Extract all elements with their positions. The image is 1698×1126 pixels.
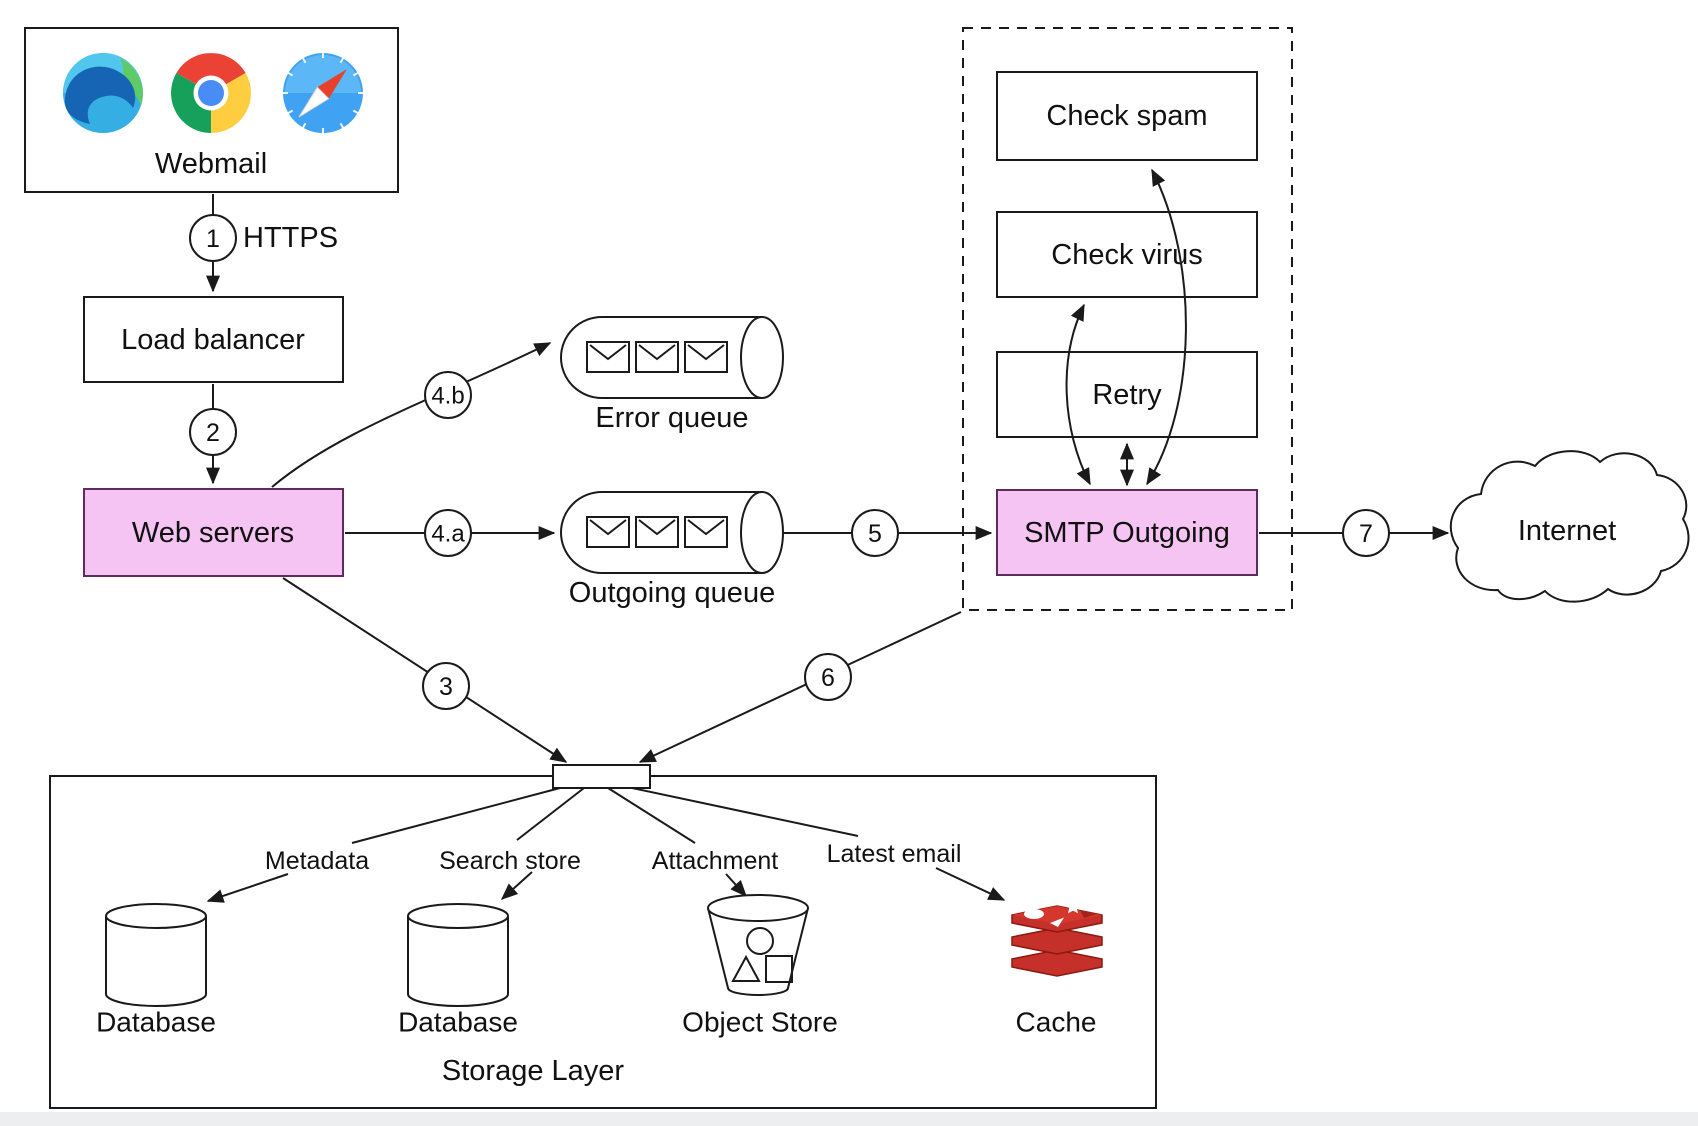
arrow-attachment-to-objectstore bbox=[725, 873, 747, 898]
smtp-outgoing-box bbox=[996, 489, 1258, 576]
envelope-icon bbox=[586, 341, 630, 373]
search-database-node: Database bbox=[398, 903, 518, 1038]
step-2-badge: 2 bbox=[189, 408, 237, 456]
envelope-icon bbox=[684, 516, 728, 548]
latest-email-link-label: Latest email bbox=[827, 840, 962, 868]
step-4a-number: 4.a bbox=[431, 521, 465, 548]
step-1-number: 1 bbox=[206, 225, 220, 253]
internet-label: Internet bbox=[1518, 515, 1616, 547]
arrow-searchstore-to-database bbox=[500, 871, 533, 900]
link-junction-to-searchstore bbox=[516, 787, 585, 841]
arrow-smtp-checkvirus-curve bbox=[1065, 303, 1091, 486]
envelope-icon bbox=[586, 516, 630, 548]
database-cylinder-icon bbox=[407, 916, 509, 1007]
error-queue-node: Error queue bbox=[560, 316, 784, 434]
retry-label: Retry bbox=[1092, 379, 1162, 411]
retry-box bbox=[996, 351, 1258, 438]
bucket-circle-glyph bbox=[746, 927, 774, 955]
bucket-icon bbox=[707, 907, 809, 996]
storage-junction-connector bbox=[552, 764, 651, 789]
metadata-link-label: Metadata bbox=[265, 847, 369, 875]
step-7-badge: 7 bbox=[1342, 509, 1390, 557]
step-4b-badge: 4.b bbox=[424, 371, 472, 419]
search-store-link-label: Search store bbox=[439, 847, 581, 875]
load-balancer-box bbox=[83, 296, 344, 383]
envelope-icon bbox=[684, 341, 728, 373]
step-7-number: 7 bbox=[1359, 520, 1373, 548]
database-cylinder-top bbox=[105, 903, 207, 929]
step-6-badge: 6 bbox=[804, 653, 852, 701]
link-junction-to-metadata bbox=[351, 787, 561, 844]
outgoing-queue-cylinder-end bbox=[740, 491, 784, 574]
smtp-pipeline-dashed-container bbox=[962, 27, 1293, 611]
arrow-webservers-to-storage bbox=[282, 577, 568, 763]
arrow-latestemail-to-cache bbox=[935, 867, 1006, 901]
step-4a-badge: 4.a bbox=[424, 509, 472, 557]
bucket-triangle-glyph bbox=[731, 954, 761, 982]
redis-icon bbox=[1011, 899, 1103, 977]
attachment-link-label: Attachment bbox=[652, 847, 779, 875]
chrome-browser-icon bbox=[171, 53, 251, 133]
webmail-node: Webmail bbox=[24, 27, 399, 193]
database1-label: Database bbox=[96, 1007, 216, 1038]
bucket-square-glyph bbox=[765, 955, 793, 983]
outgoing-queue-node: Outgoing queue bbox=[560, 491, 784, 609]
object-store-label: Object Store bbox=[682, 1007, 838, 1038]
edge-browser-icon bbox=[63, 53, 143, 133]
arrow-metadata-to-database bbox=[206, 873, 289, 903]
step-5-badge: 5 bbox=[851, 509, 899, 557]
error-queue-cylinder-end bbox=[740, 316, 784, 399]
step-3-badge: 3 bbox=[422, 662, 470, 710]
check-spam-box bbox=[996, 71, 1258, 161]
object-store-node: Object Store bbox=[682, 894, 838, 1038]
step-3-number: 3 bbox=[439, 673, 453, 701]
database-cylinder-top bbox=[407, 903, 509, 929]
arrow-webservers-to-errorqueue bbox=[271, 342, 552, 488]
arrow-smtp-checkspam-curve bbox=[1146, 168, 1187, 486]
check-virus-box bbox=[996, 211, 1258, 298]
metadata-database-node: Database bbox=[96, 903, 216, 1038]
step-2-number: 2 bbox=[206, 419, 220, 447]
web-servers-box bbox=[83, 488, 344, 577]
load-balancer-label: Load balancer bbox=[121, 324, 305, 356]
webmail-label: Webmail bbox=[155, 148, 267, 180]
bucket-rim bbox=[707, 894, 809, 922]
step-1-badge: 1 bbox=[189, 214, 237, 262]
page-bottom-strip bbox=[0, 1112, 1698, 1126]
envelope-icon bbox=[635, 341, 679, 373]
database2-label: Database bbox=[398, 1007, 518, 1038]
storage-layer-container bbox=[49, 775, 1157, 1109]
step-6-number: 6 bbox=[821, 664, 835, 692]
https-label: HTTPS bbox=[243, 222, 338, 254]
step-4b-number: 4.b bbox=[431, 383, 464, 410]
error-queue-label: Error queue bbox=[595, 402, 748, 434]
internet-node: Internet bbox=[1449, 450, 1690, 603]
web-servers-label: Web servers bbox=[132, 517, 294, 549]
storage-layer-title: Storage Layer bbox=[442, 1055, 625, 1087]
outgoing-queue-label: Outgoing queue bbox=[569, 577, 775, 609]
database-cylinder-icon bbox=[105, 916, 207, 1007]
cache-label: Cache bbox=[1016, 1007, 1097, 1038]
link-junction-to-latestemail bbox=[631, 787, 859, 837]
cache-node: Cache bbox=[1011, 899, 1103, 1038]
cloud-shape bbox=[1449, 450, 1690, 603]
arrow-smtp-pipeline-to-storage bbox=[638, 611, 962, 763]
check-spam-label: Check spam bbox=[1046, 100, 1207, 132]
envelope-icon bbox=[635, 516, 679, 548]
link-junction-to-attachment bbox=[607, 787, 696, 844]
safari-browser-icon bbox=[282, 52, 364, 134]
smtp-outgoing-label: SMTP Outgoing bbox=[1024, 517, 1230, 549]
step-5-number: 5 bbox=[868, 520, 882, 548]
